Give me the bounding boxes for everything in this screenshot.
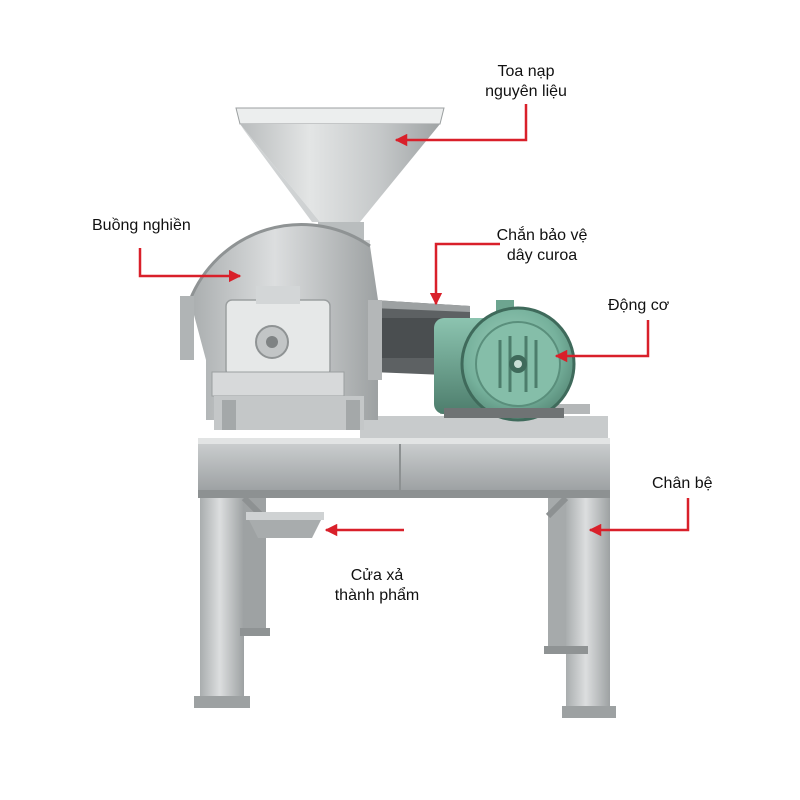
discharge-outlet	[246, 512, 324, 538]
base-stand	[194, 404, 616, 718]
label-belt-guard-line-2: dây curoa	[506, 247, 578, 264]
label-belt-guard-line-1: Chắn bảo vệ	[496, 227, 588, 244]
arrow-hopper	[394, 104, 528, 147]
label-base-stand: Chân bệ	[652, 474, 713, 494]
label-base-stand-line-1: Chân bệ	[652, 475, 713, 492]
arrow-belt-guard	[429, 242, 500, 306]
label-motor: Động cơ	[608, 296, 669, 316]
label-hopper-line-2: nguyên liệu	[485, 83, 567, 100]
motor	[434, 300, 576, 422]
label-crushing-chamber: Buồng nghiền	[92, 216, 191, 236]
label-crushing-chamber-line-1: Buồng nghiền	[92, 217, 191, 234]
label-discharge-outlet-line-2: thành phẩm	[334, 587, 420, 604]
arrow-crushing-chamber	[138, 248, 242, 283]
label-motor-line-1: Động cơ	[608, 297, 670, 314]
arrow-base-stand	[588, 498, 690, 537]
arrow-motor	[554, 320, 650, 363]
label-hopper: Toa nạp nguyên liệu	[470, 62, 582, 102]
label-discharge-outlet: Cửa xả thành phẩm	[322, 566, 432, 606]
label-belt-guard: Chắn bảo vệ dây curoa	[480, 226, 604, 266]
label-discharge-outlet-line-1: Cửa xả	[350, 567, 404, 584]
label-hopper-line-1: Toa nạp	[497, 63, 555, 80]
